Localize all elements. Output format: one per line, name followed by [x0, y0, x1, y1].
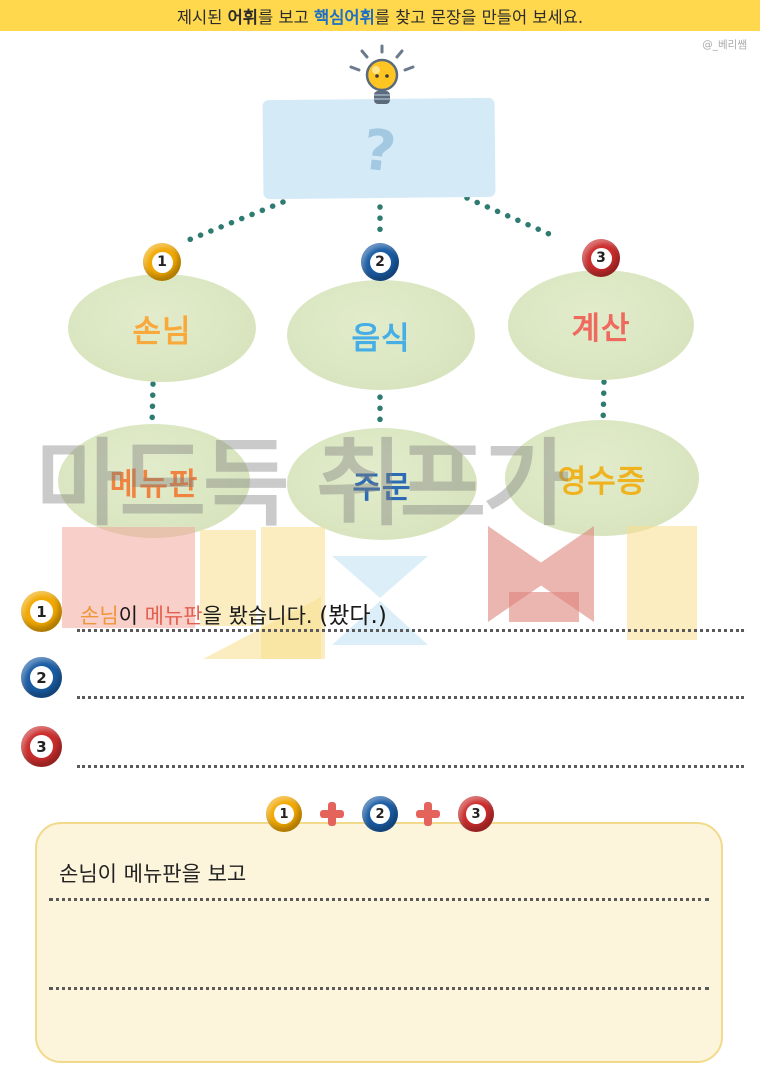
- answer-line-1: [77, 629, 744, 632]
- watermark-shape-red-bar: [509, 592, 579, 622]
- vocab-word: 어휘: [227, 7, 258, 27]
- plus-icon-1: [320, 802, 344, 826]
- formula-ball-2: 2: [362, 796, 398, 832]
- answer-ball-number-2: 2: [30, 666, 53, 689]
- formula-number-3: 3: [466, 804, 486, 824]
- answer-line-3: [77, 765, 744, 768]
- formula-ball-1: 1: [266, 796, 302, 832]
- subword-label-3: 영수증: [557, 463, 647, 500]
- formula-ball-3: 3: [458, 796, 494, 832]
- answer-seg-handwritten: (봤다.): [319, 603, 387, 629]
- answer-line-2: [77, 696, 744, 699]
- keyword-bubble-3: 계산: [508, 270, 694, 380]
- answer-seg-customer: 손님: [80, 604, 119, 628]
- answer-ball-3: 3: [21, 726, 62, 767]
- watermark-shape-pink-rect: [62, 527, 195, 628]
- answer-ball-1: 1: [21, 591, 62, 632]
- write-line-1: [49, 898, 709, 901]
- subword-bubble-1: 메뉴판: [58, 424, 250, 538]
- sentence-starter: 손님이 메뉴판을 보고: [59, 862, 247, 886]
- answer-ball-2: 2: [21, 657, 62, 698]
- keyword-label-3: 계산: [571, 310, 631, 347]
- answer-seg-particle1: 이: [118, 604, 145, 628]
- subword-label-2: 주문: [352, 469, 412, 506]
- instruction-text: 제시된 어휘를 보고 핵심어휘를 찾고 문장을 만들어 보세요.: [177, 4, 583, 28]
- formula-number-1: 1: [274, 804, 294, 824]
- keyword-ball-1: 1: [143, 243, 181, 281]
- keyword-ball-2: 2: [361, 243, 399, 281]
- answer-ball-number-1: 1: [30, 600, 53, 623]
- formula-number-2: 2: [370, 804, 390, 824]
- answer-text-1: 손님이 메뉴판을 봤습니다. (봤다.): [80, 596, 387, 630]
- keyword-bubble-1: 손님: [68, 274, 256, 382]
- keyword-ball-3: 3: [582, 239, 620, 277]
- key-word: 핵심어휘: [314, 7, 375, 27]
- bottom-answer-box: 손님이 메뉴판을 보고: [35, 822, 723, 1063]
- answer-seg-menu: 메뉴판: [144, 604, 203, 628]
- keyword-bubble-2: 음식: [287, 280, 475, 390]
- question-mark: ?: [359, 117, 399, 186]
- lightbulb-icon: [349, 44, 415, 104]
- formula-row: 1 2 3: [0, 796, 760, 832]
- ball-number-3: 3: [590, 247, 612, 269]
- write-line-2: [49, 987, 709, 990]
- instruction-banner: 제시된 어휘를 보고 핵심어휘를 찾고 문장을 만들어 보세요.: [0, 0, 760, 31]
- answer-seg-particle2: 을 봤습니다.: [202, 604, 320, 628]
- dotted-connectors: [149, 195, 607, 429]
- ball-number-2: 2: [369, 251, 391, 273]
- subword-label-1: 메뉴판: [109, 466, 199, 503]
- watermark-shape-blue-triangle-1: [332, 556, 428, 598]
- ball-number-1: 1: [151, 251, 173, 273]
- keyword-label-1: 손님: [132, 313, 192, 350]
- instruction-middle: 를 보고: [258, 7, 315, 27]
- watermark-shape-yellow-rect-3: [627, 526, 697, 640]
- instruction-suffix: 를 찾고 문장을 만들어 보세요.: [374, 7, 584, 27]
- credit-text: @_베리쌤: [702, 39, 747, 51]
- question-box: ?: [262, 97, 496, 200]
- answer-ball-number-3: 3: [30, 735, 53, 758]
- watermark-shape-yellow-rect-1: [200, 530, 256, 626]
- subword-bubble-2: 주문: [287, 428, 477, 540]
- keyword-label-2: 음식: [351, 320, 411, 357]
- subword-bubble-3: 영수증: [505, 420, 699, 536]
- plus-icon-2: [416, 802, 440, 826]
- instruction-prefix: 제시된: [176, 7, 228, 27]
